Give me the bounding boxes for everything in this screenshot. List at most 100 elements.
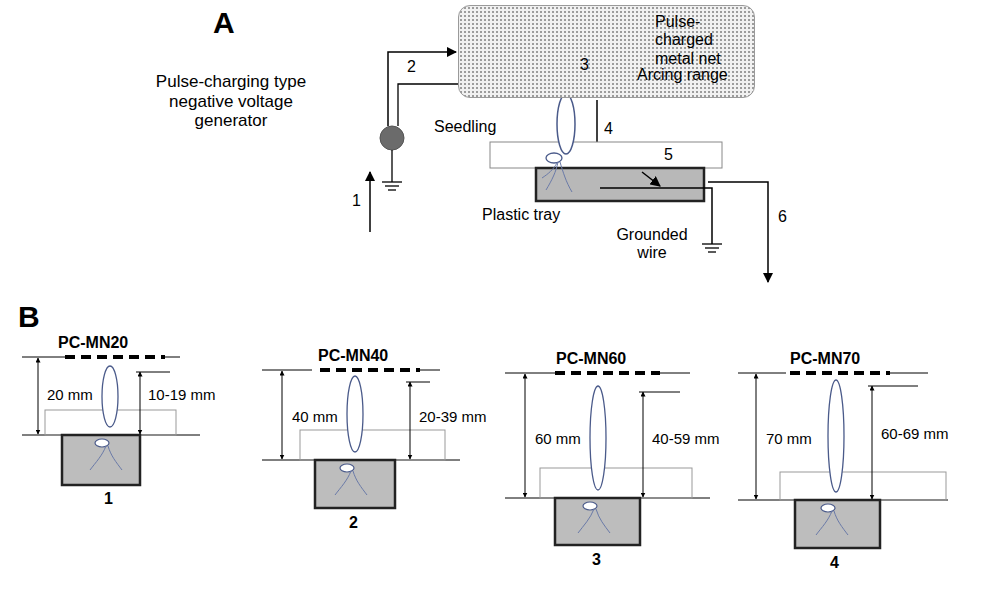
setup-diagram (22, 357, 200, 485)
plastic-tray (315, 460, 395, 508)
dimension-label: 40 mm (290, 408, 340, 425)
step-number: 3 (580, 56, 589, 74)
reference-line (420, 370, 440, 371)
ground-symbol (705, 247, 719, 248)
seedling-plate (490, 142, 722, 168)
setup-diagram (262, 370, 460, 508)
step-number: 1 (352, 192, 361, 210)
flow-arrow (708, 182, 768, 282)
ground-wire (391, 150, 392, 182)
plastic-tray (555, 498, 640, 545)
callout-number: 3 (592, 551, 601, 569)
setup-diagram (505, 373, 710, 545)
ground-symbol (385, 185, 399, 186)
dimension-label: 60 mm (533, 430, 583, 447)
ground-symbol (382, 181, 402, 182)
seedling (557, 94, 575, 154)
metal-net (790, 371, 890, 375)
seedling (590, 386, 606, 490)
setup-title: PC-MN40 (318, 347, 388, 365)
reference-line (868, 386, 918, 387)
roots (90, 446, 122, 470)
part-label: Pulse-charging type negative voltage gen… (146, 72, 316, 131)
flow-arrow (369, 172, 371, 232)
setup-title: PC-MN60 (556, 350, 626, 368)
dimension-arrow (410, 382, 411, 459)
dimension-arrow (140, 372, 141, 434)
reference-line (890, 373, 928, 374)
reference-line (738, 373, 786, 374)
roots (542, 162, 572, 192)
dimension-arrow (643, 392, 644, 497)
dimension-arrow (38, 358, 39, 434)
part-label: Pulse-charged metal net (655, 13, 749, 68)
seedling-plate (540, 468, 692, 498)
plastic-tray (62, 435, 140, 485)
reference-line (262, 460, 460, 461)
generator-symbol (380, 126, 404, 150)
step-number: 6 (778, 208, 787, 226)
ground-symbol (388, 189, 396, 190)
dimension-arrow (756, 374, 757, 499)
dimension-label: 20-39 mm (417, 408, 489, 425)
reference-line (22, 357, 68, 358)
flow-arrow (642, 172, 660, 186)
reference-line (505, 373, 555, 374)
dimension-label: 40-59 mm (650, 430, 722, 447)
part-label: Grounded wire (604, 226, 700, 263)
roots (335, 471, 367, 495)
metal-net (555, 371, 660, 375)
seedling (828, 380, 844, 492)
setup-title: PC-MN20 (58, 334, 128, 352)
panel-letter: B (18, 300, 40, 335)
seed (95, 439, 109, 447)
plastic-tray (795, 500, 880, 548)
dimension-label: 20 mm (45, 386, 95, 403)
roots (816, 511, 848, 535)
step-number: 2 (407, 58, 416, 76)
part-label: Seedling (434, 118, 496, 136)
reference-line (262, 370, 312, 371)
seed (821, 504, 835, 512)
dimension-label: 70 mm (764, 430, 814, 447)
seedling (102, 366, 118, 427)
setup-diagram (738, 373, 948, 548)
roots (578, 509, 610, 533)
seedling-plate (45, 410, 176, 435)
reference-line (406, 382, 430, 383)
dimension-label: 60-69 mm (879, 425, 951, 442)
plastic-tray (536, 168, 704, 201)
setup-title: PC-MN70 (790, 350, 860, 368)
callout-number: 4 (830, 554, 839, 572)
seedling-plate (300, 430, 445, 460)
ground-symbol (702, 243, 722, 244)
callout-number: 1 (104, 490, 113, 508)
metal-net (320, 368, 420, 372)
seed (340, 464, 354, 472)
metal-net (65, 355, 165, 359)
seedling (347, 376, 363, 452)
step-number: 4 (604, 120, 613, 138)
step-number: 5 (664, 146, 673, 164)
panel-letter: A (213, 6, 235, 41)
voltage-generator (380, 126, 404, 190)
reference-line (165, 357, 180, 358)
region-label: Arcing range (637, 66, 747, 84)
callout-number: 2 (349, 514, 358, 532)
dimension-arrow (282, 371, 283, 459)
reference-line (738, 500, 948, 501)
dimension-label: 10-19 mm (146, 386, 218, 403)
dimension-arrow (872, 386, 873, 499)
reference-line (660, 373, 690, 374)
reference-line (639, 392, 680, 393)
seed (583, 502, 597, 510)
ground-symbol (708, 251, 716, 252)
reference-line (505, 498, 710, 499)
dimension-arrow (525, 374, 526, 497)
arcing-range-box: Pulse-charged metal netArcing range (458, 5, 755, 98)
part-label: Plastic tray (482, 206, 560, 224)
seed (546, 153, 562, 163)
seedling-plate (780, 472, 946, 500)
reference-line (22, 435, 200, 436)
